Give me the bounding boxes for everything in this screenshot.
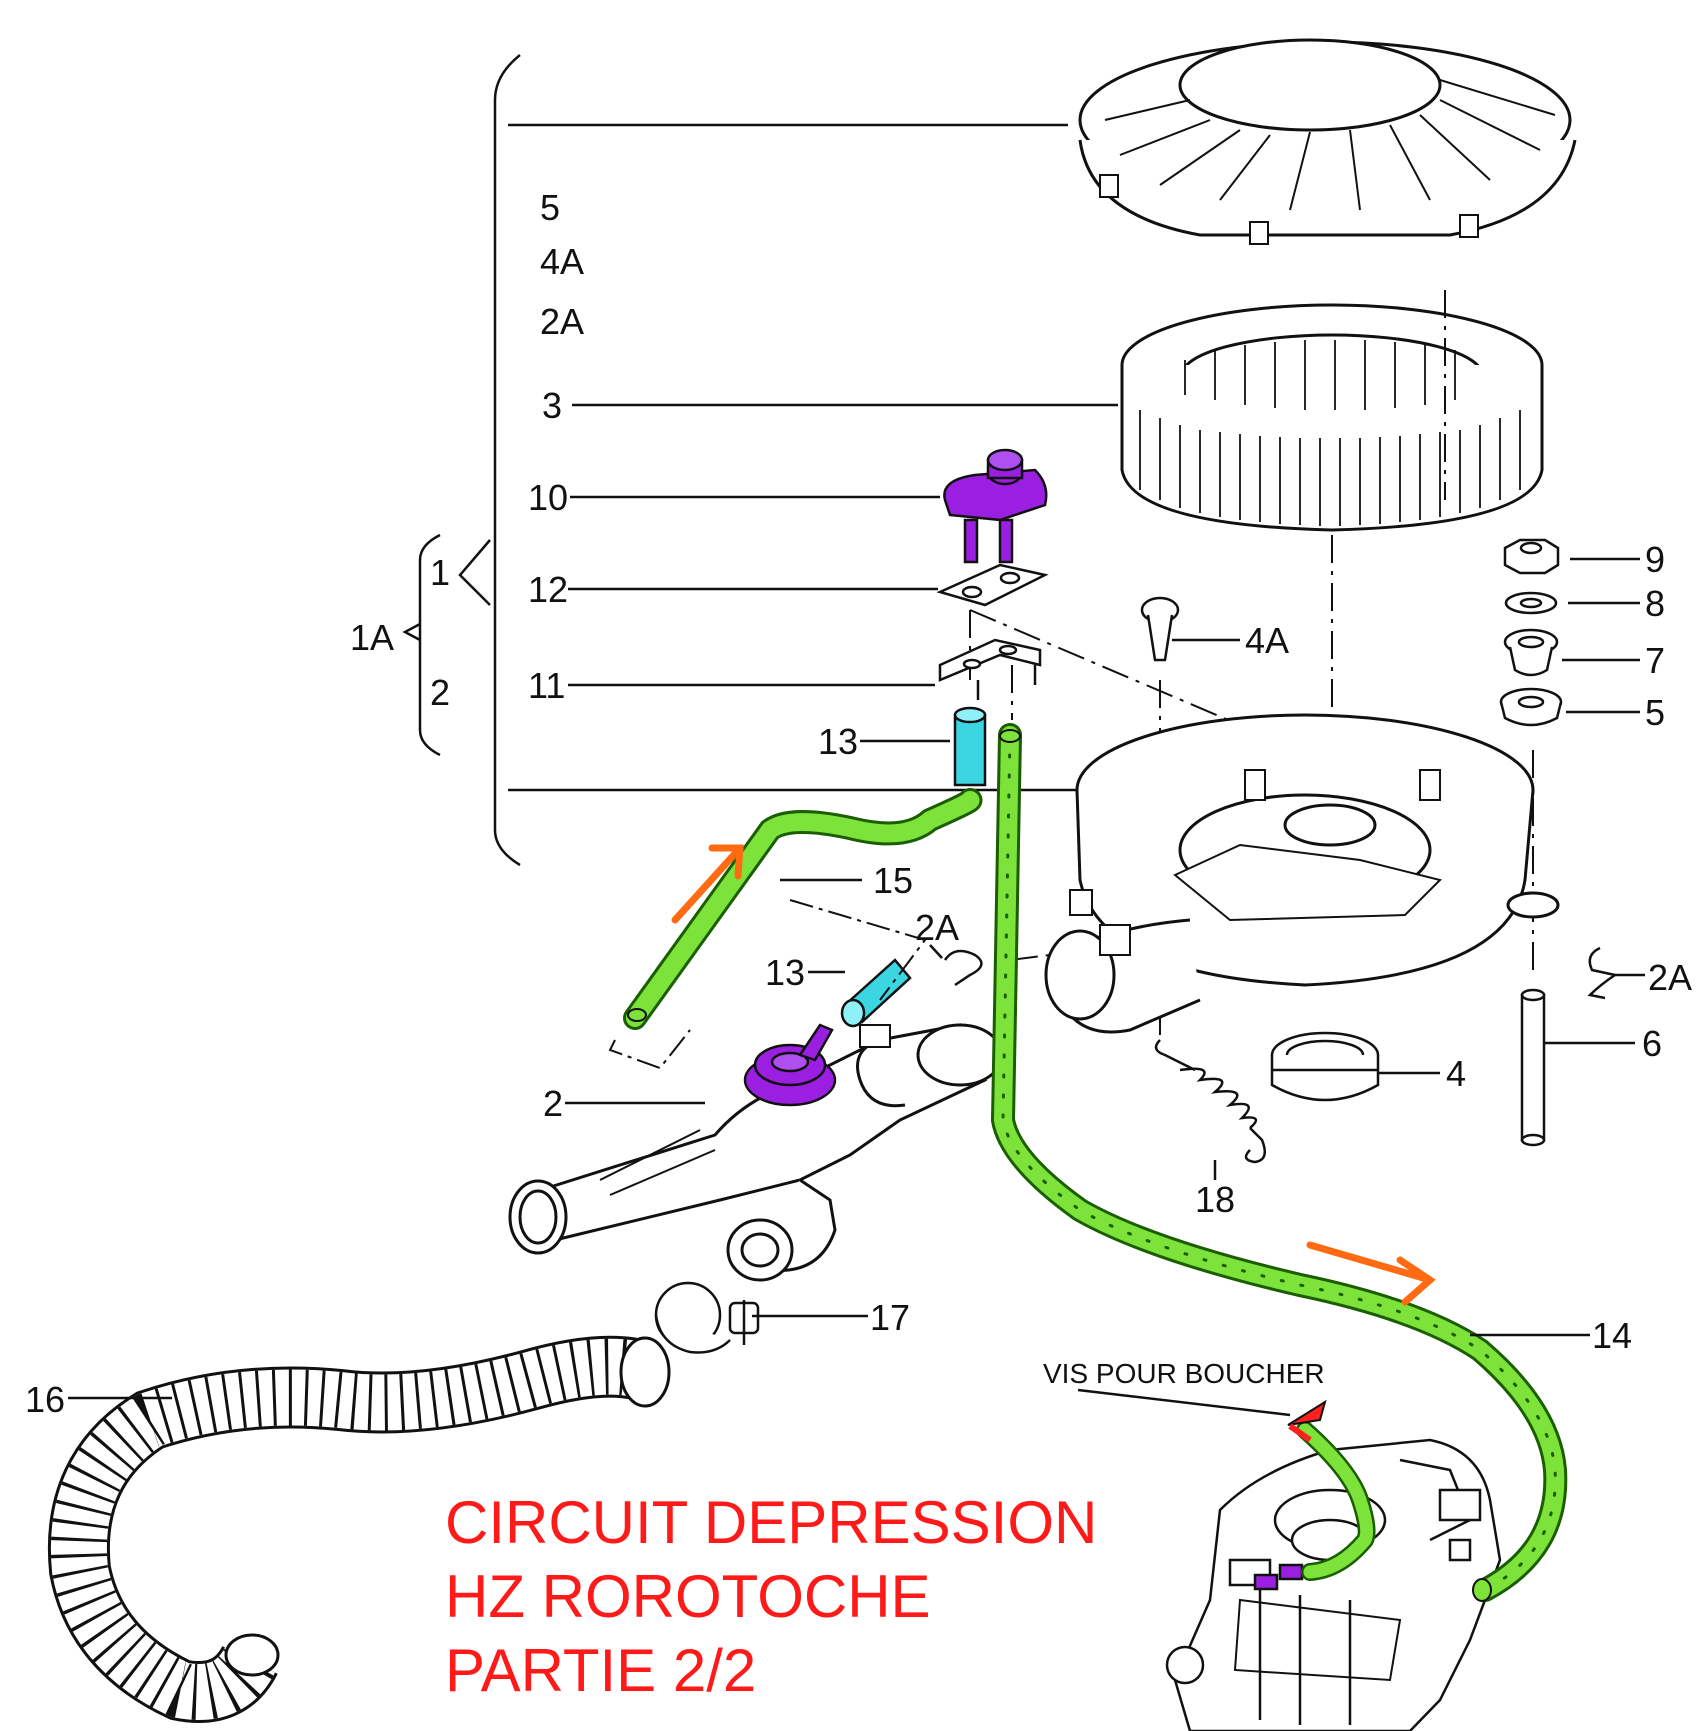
label-2a-middle: 2A	[915, 907, 959, 948]
label-4a: 4A	[540, 241, 584, 282]
part-labels: 5 4A 2A 3 10 12 11 1A 1 2 13 15 2A 13 2 …	[25, 187, 1692, 1420]
title-line-2: HZ ROROTOCHE	[445, 1563, 931, 1630]
tension-spring	[1154, 1039, 1267, 1164]
vacuum-hoses	[623, 723, 1568, 1602]
note-plug-screw: VIS POUR BOUCHER	[1043, 1358, 1325, 1389]
label-5: 5	[540, 187, 560, 228]
label-9: 9	[1645, 539, 1665, 580]
label-1a: 1A	[350, 617, 394, 658]
hose-sleeves	[840, 706, 987, 1028]
label-4: 4	[1446, 1053, 1466, 1094]
label-17: 17	[870, 1297, 910, 1338]
label-8: 8	[1645, 583, 1665, 624]
label-14: 14	[1592, 1315, 1632, 1356]
gasket-plate	[936, 563, 1049, 607]
flexible-air-hose	[47, 1335, 671, 1723]
mounting-bracket	[938, 638, 1042, 700]
air-filter-housing	[1044, 713, 1560, 1034]
label-2-sub: 2	[430, 672, 450, 713]
leader-lines	[68, 403, 1645, 1417]
label-2a: 2A	[540, 301, 584, 342]
clip-right	[1587, 946, 1619, 1000]
label-11: 11	[528, 665, 565, 706]
title-line-3: PARTIE 2/2	[445, 1637, 757, 1704]
label-15: 15	[873, 860, 913, 901]
hose-group-outline	[608, 899, 927, 1070]
label-7: 7	[1645, 640, 1665, 681]
label-3: 3	[542, 385, 562, 426]
air-filter-cover	[1078, 38, 1577, 245]
spacer-tube	[1520, 988, 1546, 1147]
title-line-1: CIRCUIT DEPRESSION	[445, 1489, 1098, 1556]
label-4a-right: 4A	[1245, 620, 1289, 661]
label-1: 1	[430, 552, 450, 593]
assembly-bracket	[402, 54, 1078, 867]
label-2: 2	[543, 1083, 563, 1124]
hardware-stack	[1499, 538, 1563, 727]
label-16: 16	[25, 1379, 65, 1420]
label-13-top: 13	[818, 721, 858, 762]
label-12: 12	[528, 569, 568, 610]
clip-middle	[943, 949, 983, 987]
plastic-pin	[1140, 596, 1180, 662]
plug-screw	[1287, 1399, 1327, 1443]
label-6: 6	[1642, 1023, 1662, 1064]
filter-element	[1120, 303, 1544, 532]
vacuum-valve	[943, 448, 1048, 564]
manifold-valve	[743, 1023, 837, 1107]
hose-clamp	[654, 1281, 760, 1354]
label-5-right: 5	[1645, 692, 1665, 733]
flow-arrows	[671, 844, 1436, 1306]
seal-ring	[1270, 1031, 1380, 1102]
intake-manifold	[508, 1023, 1004, 1282]
label-18: 18	[1195, 1179, 1235, 1220]
label-2a-right: 2A	[1648, 957, 1692, 998]
label-13-bottom: 13	[765, 952, 805, 993]
label-10: 10	[528, 477, 568, 518]
carburetor	[1165, 1438, 1502, 1731]
